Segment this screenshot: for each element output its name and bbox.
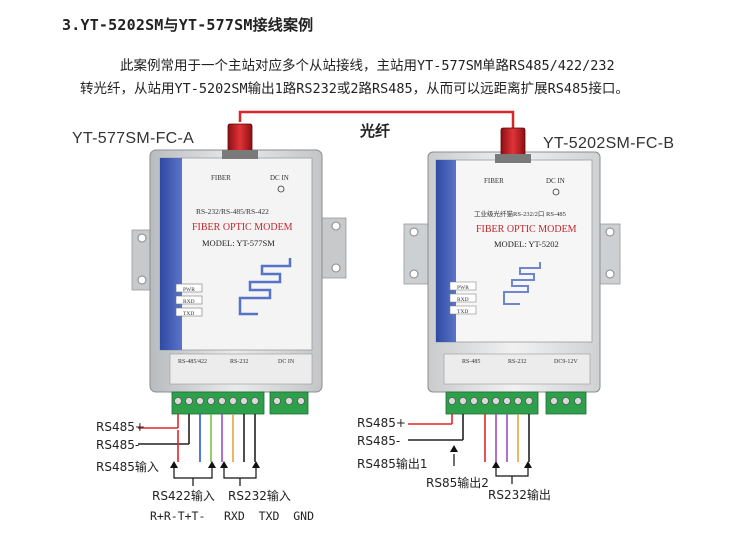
- device-b-model-text: MODEL: YT-5202: [494, 239, 559, 249]
- device-a-port-label-232: RS-232: [230, 359, 248, 365]
- device-a-protocol: RS-232/RS-485/RS-422: [196, 207, 269, 216]
- device-b-name: YT-5202SM-FC-B: [543, 135, 675, 152]
- device-a-led-rxd: RXD: [183, 299, 195, 305]
- device-a-label-rs422-pins: R+R-T+T-: [150, 509, 206, 523]
- device-b-led-pwr: PWR: [457, 285, 469, 291]
- device-b-label-rs232-out: RS232输出: [488, 488, 551, 502]
- device-a-dc-text: DC IN: [270, 174, 289, 182]
- device-a: FIBER DC IN RS-232/RS-485/RS-422 FIBER O…: [131, 123, 347, 415]
- device-a-label-rs485-minus: RS485-: [96, 438, 140, 452]
- device-a-leds: PWR RXD TXD: [175, 283, 203, 317]
- description-line-2: 转光纤，从站用YT-5202SM输出1路RS232或2路RS485，从而可以远距…: [80, 81, 629, 97]
- device-a-fiber-text: FIBER: [211, 174, 231, 182]
- device-b-wires: [408, 414, 530, 462]
- description-line-1: 此案例常用于一个主站对应多个从站接线，主站用YT-577SM单路RS485/42…: [120, 58, 615, 74]
- device-b-port-label-dc: DC9-12V: [554, 359, 578, 365]
- device-a-model-text: MODEL: YT-577SM: [202, 238, 275, 248]
- device-b-port-label-485: RS-485: [462, 359, 480, 365]
- device-b-led-txd: TXD: [457, 309, 468, 315]
- device-b-leds: PWR RXD TXD: [449, 281, 477, 315]
- device-a-led-txd: TXD: [183, 311, 194, 317]
- section-heading: 3.YT-5202SM与YT-577SM接线案例: [62, 16, 314, 34]
- device-a-logo-icon: [238, 258, 292, 316]
- device-b-label-rs485-out1: RS485输出1: [357, 457, 428, 471]
- device-b-port-label-232: RS-232: [508, 359, 526, 365]
- device-a-brackets: [173, 466, 257, 486]
- device-a-label-rs232-in: RS232输入: [228, 489, 291, 503]
- device-a-wires: [138, 414, 256, 462]
- device-a-terminal-block-main: [171, 391, 265, 415]
- device-a-port-label-dc: DC IN: [278, 359, 295, 365]
- device-a-label-rs422-in: RS422输入: [152, 489, 215, 503]
- device-a-dc-icon: [277, 185, 285, 193]
- device-b-led-rxd: RXD: [457, 297, 469, 303]
- device-b-label-rs485-out2: RS85输出2: [426, 476, 489, 490]
- device-b-brackets: [453, 454, 529, 484]
- device-a-name: YT-577SM-FC-A: [72, 130, 195, 147]
- device-b-fiber-text: FIBER: [484, 177, 504, 185]
- fiber-cable: [238, 110, 515, 132]
- device-b-label-rs485-minus: RS485-: [357, 434, 401, 448]
- device-a-label-rs485-plus: RS485+: [96, 420, 145, 434]
- device-a-led-pwr: PWR: [183, 287, 195, 293]
- device-b-dc-text: DC IN: [546, 177, 565, 185]
- device-b-label-rs485-plus: RS485+: [357, 416, 406, 430]
- device-b-modem-text: FIBER OPTIC MODEM: [476, 224, 577, 235]
- device-b-terminal-block-main: [445, 391, 539, 415]
- device-b: FIBER DC IN 工业级光纤猫RS-232/2口 RS-485 FIBER…: [403, 127, 621, 415]
- device-b-logo-icon: [503, 262, 541, 305]
- device-a-label-rs485-in: RS485输入: [96, 460, 159, 474]
- device-a-port-label-485: RS-485/422: [178, 359, 207, 365]
- device-b-dc-icon: [552, 188, 560, 196]
- fiber-link-label: 光纤: [360, 122, 391, 140]
- device-a-modem-text: FIBER OPTIC MODEM: [192, 222, 293, 233]
- device-a-label-rs232-pins: RXD TXD GND: [224, 509, 315, 523]
- device-b-protocol: 工业级光纤猫RS-232/2口 RS-485: [474, 209, 566, 218]
